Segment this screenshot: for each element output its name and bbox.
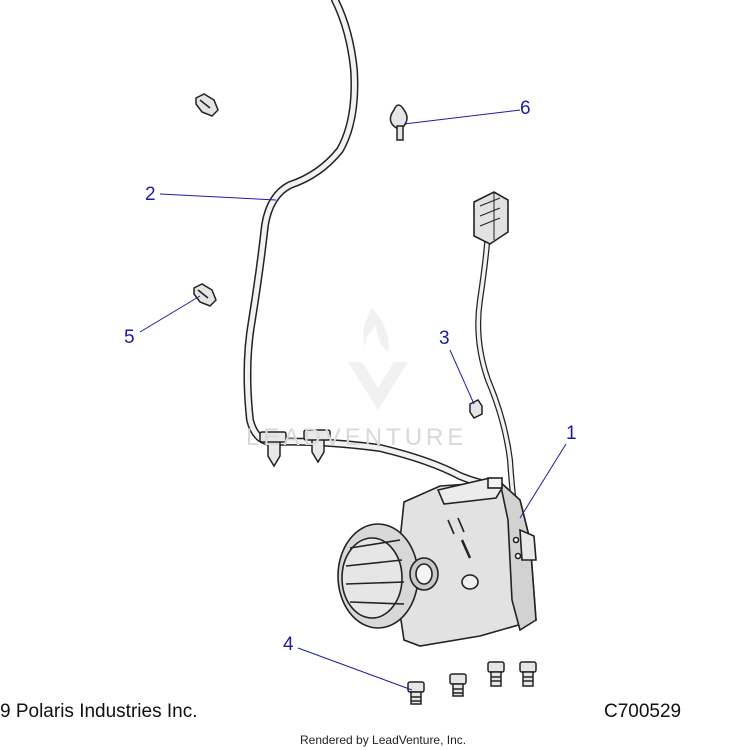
plug-part-3 [469, 399, 483, 419]
leader-4 [297, 647, 413, 691]
leader-1 [519, 443, 567, 519]
copyright-text: 9 Polaris Industries Inc. [0, 701, 198, 722]
rendered-by-credit: Rendered by LeadVenture, Inc. [300, 733, 467, 747]
leader-3 [449, 349, 475, 405]
callout-6: 6 [520, 98, 531, 119]
bolts-part-4 [407, 661, 537, 705]
bolt-4 [519, 661, 537, 687]
bolt-1 [407, 681, 425, 705]
leader-5 [139, 295, 201, 333]
clip-part-5 [193, 283, 217, 307]
leader-2 [159, 193, 277, 201]
callout-4: 4 [283, 634, 294, 655]
clip-upper [195, 93, 219, 117]
leader-lines [139, 109, 567, 691]
gearcase-part-1 [337, 477, 537, 647]
leader-6 [403, 109, 521, 125]
sensor-wire [475, 229, 518, 515]
bolt-3 [487, 661, 505, 687]
callout-1: 1 [566, 423, 577, 444]
callout-5: 5 [124, 327, 135, 348]
bolt-2 [449, 673, 467, 697]
callout-3: 3 [439, 328, 450, 349]
fastener-part-6 [389, 104, 408, 141]
watermark-text: LEADVENTURE [246, 424, 468, 451]
wire-harness-part-2 [243, 0, 499, 489]
callout-2: 2 [145, 184, 156, 205]
leadventure-watermark-logo [348, 308, 408, 410]
electrical-connector [473, 191, 509, 245]
part-code: C700529 [604, 701, 682, 722]
